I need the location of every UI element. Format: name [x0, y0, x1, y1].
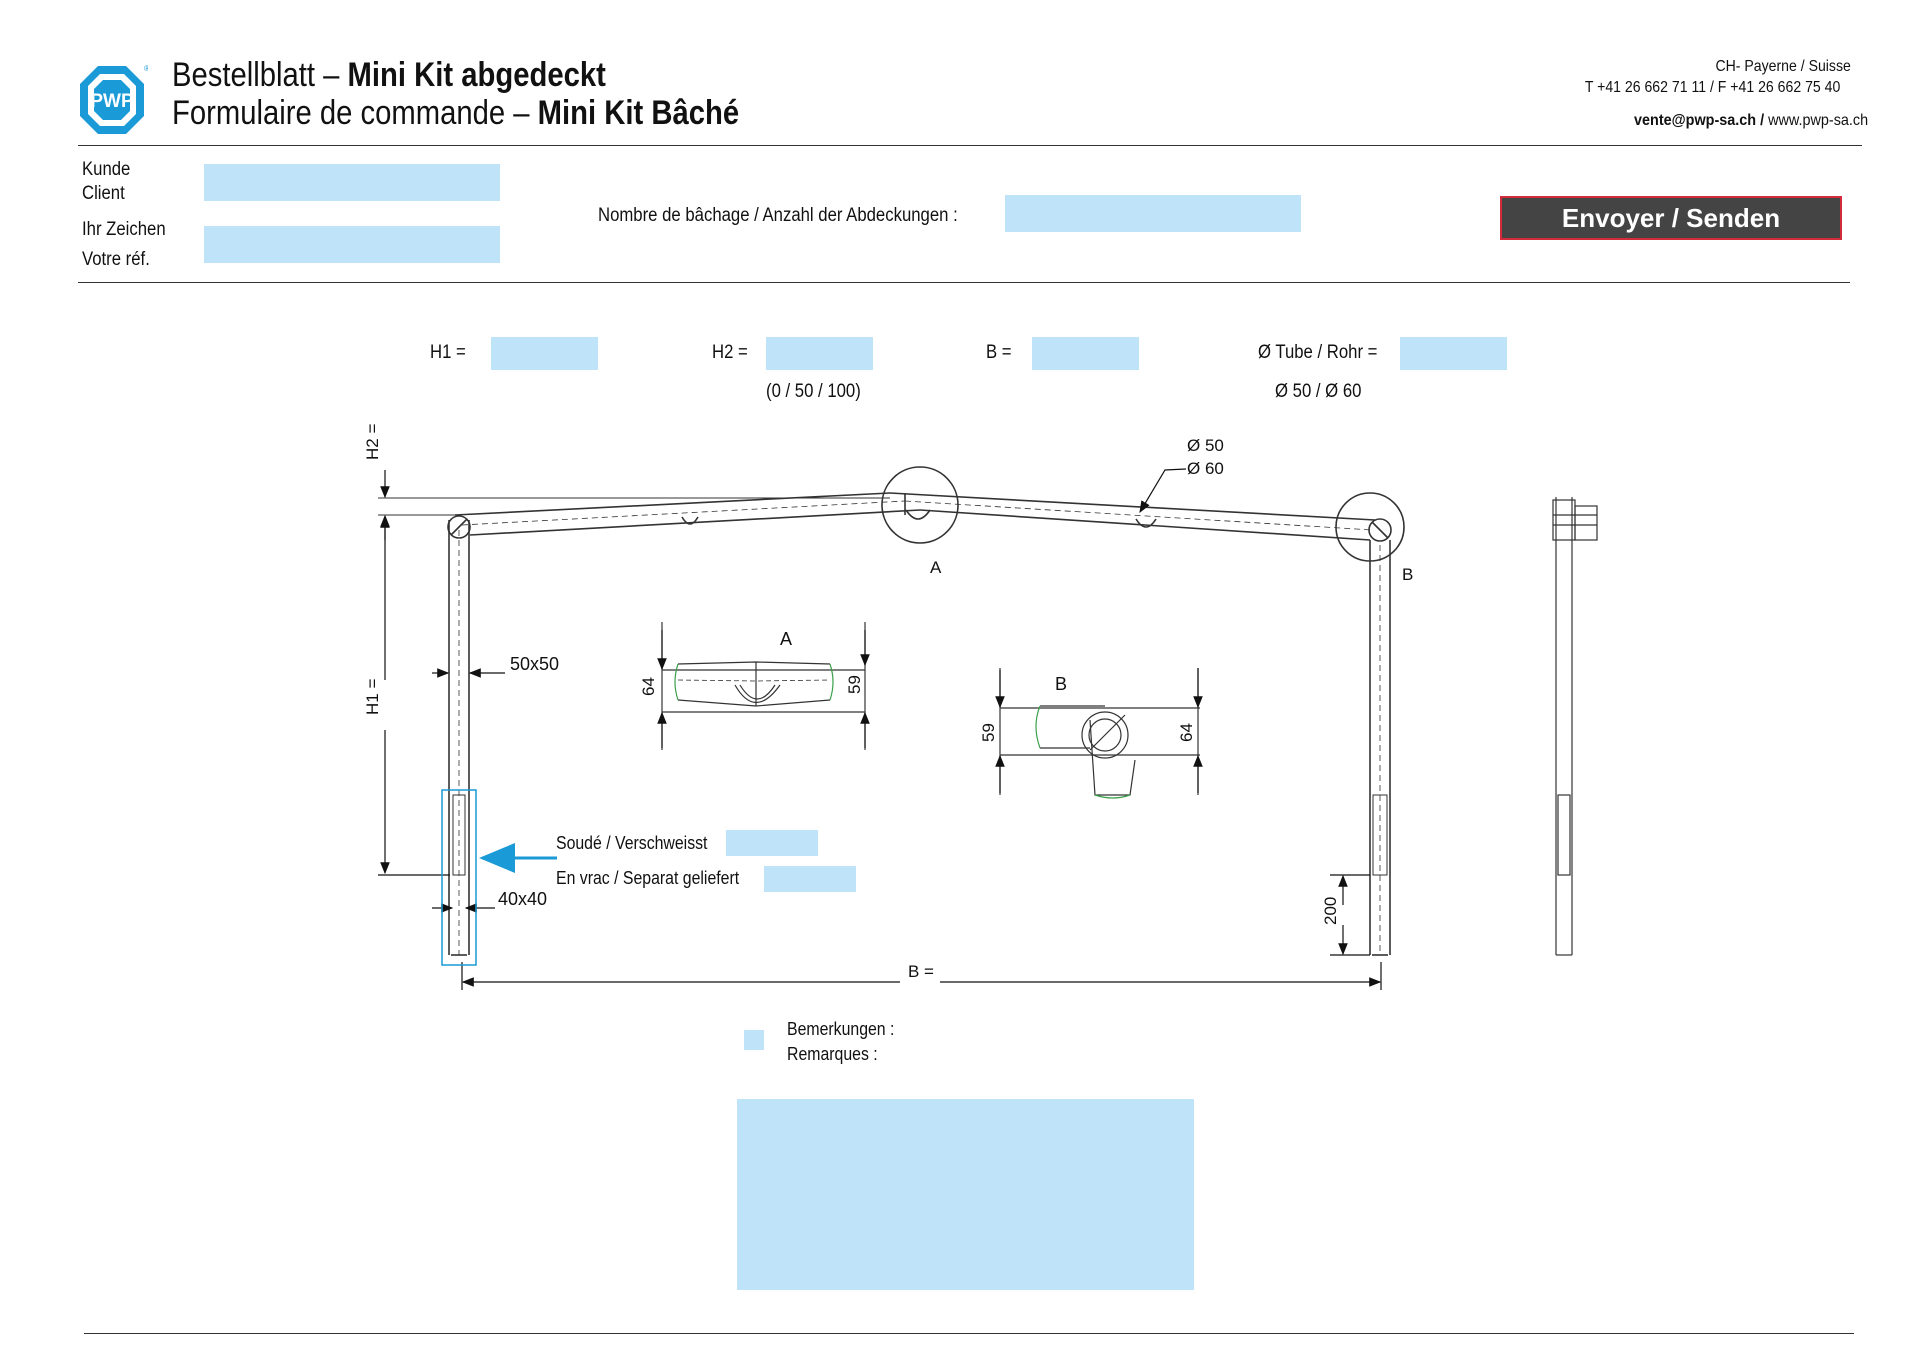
h1-label: H1 =: [430, 342, 466, 363]
b-dim-label: B =: [908, 962, 934, 981]
form-divider: [78, 282, 1850, 283]
logo-text: PWP: [90, 91, 134, 112]
company-logo: PWP ®: [76, 62, 150, 138]
h2-label: H2 =: [712, 342, 748, 363]
b-label: B =: [986, 342, 1012, 363]
ihr-zeichen-label: Ihr Zeichen: [82, 219, 166, 240]
tube-hint: Ø 50 / Ø 60: [1275, 381, 1362, 402]
header-divider: [78, 145, 1862, 146]
profile-bottom-label: 40x40: [498, 889, 547, 909]
company-web: vente@pwp-sa.ch / www.pwp-sa.ch: [1634, 112, 1868, 130]
title-german: Bestellblatt – Mini Kit abgedeckt: [172, 56, 606, 95]
company-email[interactable]: vente@pwp-sa.ch /: [1633, 112, 1764, 129]
h2-dim-label: H2 =: [363, 424, 382, 460]
h2-field[interactable]: [766, 337, 873, 370]
client-field[interactable]: [204, 164, 500, 201]
h1-field[interactable]: [491, 337, 598, 370]
h2-hint: (0 / 50 / 100): [766, 381, 861, 402]
loose-field[interactable]: [764, 866, 856, 892]
title-french-prefix: Formulaire de commande –: [172, 94, 538, 132]
loose-label: En vrac / Separat geliefert: [556, 868, 740, 888]
frame-structure: [378, 466, 1405, 956]
client-label: Client: [82, 183, 125, 204]
title-french-bold: Mini Kit Bâché: [537, 94, 740, 132]
detail-b-right-dim: 64: [1177, 723, 1196, 742]
sleeve-highlight: [441, 789, 477, 966]
footer-divider: [84, 1333, 1854, 1334]
remarks-checkbox[interactable]: [744, 1030, 764, 1050]
diameter-50-label: Ø 50: [1187, 436, 1224, 455]
h1-dim-label: H1 =: [363, 679, 382, 715]
title-german-prefix: Bestellblatt –: [172, 56, 348, 94]
detail-b-left-dim: 59: [979, 723, 998, 742]
votre-ref-label: Votre réf.: [82, 249, 150, 270]
side-view: [1552, 497, 1598, 956]
h1-dimension: [378, 515, 450, 876]
send-button[interactable]: Envoyer / Senden: [1500, 196, 1842, 240]
remarks-label-de: Bemerkungen :: [787, 1019, 895, 1039]
remarks-textarea[interactable]: [737, 1099, 1194, 1290]
detail-a-title: A: [780, 629, 792, 649]
b-dimension: [461, 962, 1382, 990]
welded-field[interactable]: [726, 830, 818, 856]
company-website[interactable]: www.pwp-sa.ch: [1767, 112, 1868, 129]
count-label: Nombre de bâchage / Anzahl der Abdeckung…: [598, 205, 958, 226]
detail-b: B 59 64: [979, 668, 1203, 799]
company-location: CH- Payerne / Suisse: [1715, 58, 1851, 75]
reference-field[interactable]: [204, 226, 500, 263]
kunde-label: Kunde: [82, 159, 131, 180]
detail-a-left-dim: 64: [639, 677, 658, 696]
title-german-bold: Mini Kit abgedeckt: [347, 56, 606, 94]
tube-label: Ø Tube / Rohr =: [1258, 342, 1378, 363]
b-field[interactable]: [1032, 337, 1139, 370]
title-french: Formulaire de commande – Mini Kit Bâché: [172, 94, 739, 133]
remarks-label-fr: Remarques :: [787, 1044, 878, 1064]
welded-label: Soudé / Verschweisst: [556, 833, 708, 853]
svg-text:®: ®: [144, 64, 148, 73]
tube-field[interactable]: [1400, 337, 1507, 370]
detail-a-marker: A: [930, 558, 942, 577]
detail-a-right-dim: 59: [845, 675, 864, 694]
detail-b-title: B: [1055, 674, 1067, 694]
dim-200-label: 200: [1321, 897, 1340, 925]
profile-top-label: 50x50: [510, 654, 559, 674]
detail-b-marker: B: [1402, 565, 1413, 584]
company-phone-fax: T +41 26 662 71 11 / F +41 26 662 75 40: [1584, 79, 1840, 96]
diameter-60-label: Ø 60: [1187, 459, 1224, 478]
count-field[interactable]: [1005, 195, 1301, 232]
detail-a: A 64 59: [639, 622, 870, 750]
